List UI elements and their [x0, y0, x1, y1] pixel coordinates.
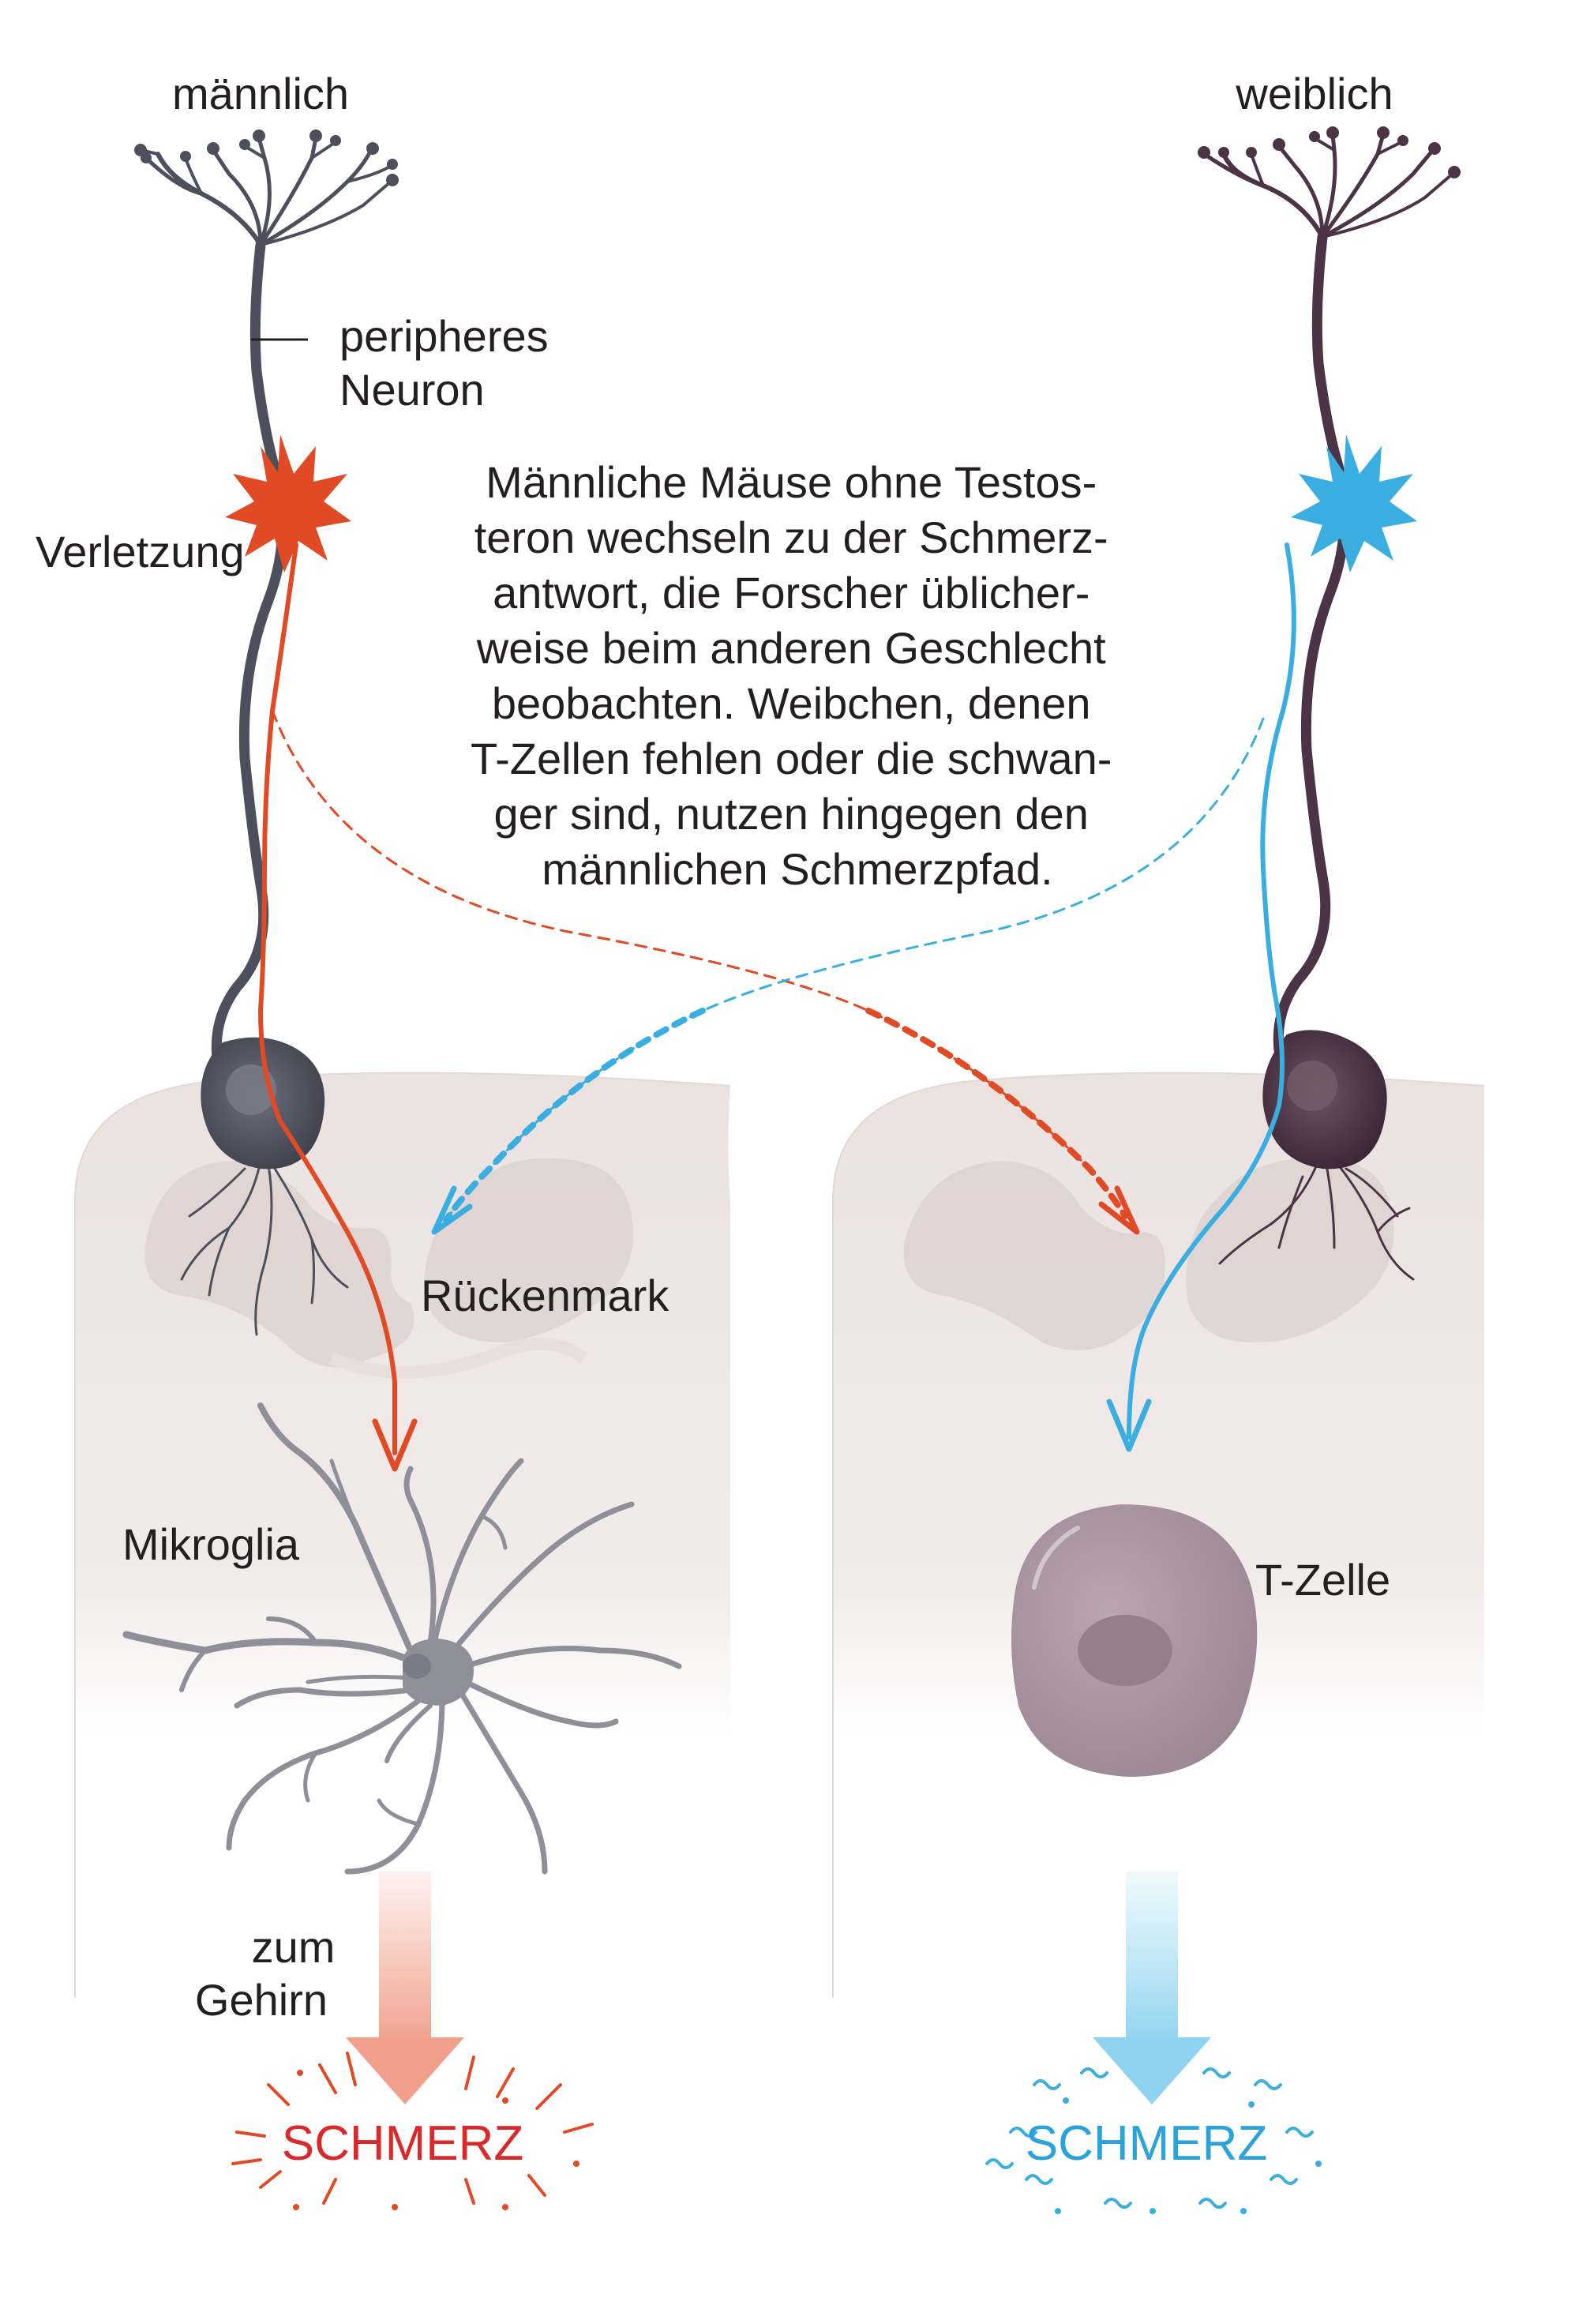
label-male: männlich — [172, 69, 349, 118]
pain-burst-female — [985, 2067, 1322, 2214]
label-female: weiblich — [1235, 69, 1393, 118]
spinal-cord-left — [74, 1072, 731, 1998]
male-neuron — [134, 130, 399, 1336]
label-to-brain: zum Gehirn — [195, 1922, 347, 2025]
pain-burst-male — [231, 2052, 594, 2210]
male-soma — [201, 1037, 325, 1170]
label-injury: Verletzung — [36, 527, 245, 576]
label-to-brain-line2: Gehirn — [195, 1975, 328, 2025]
injury-star-female — [1291, 434, 1417, 573]
caption-line: ger sind, nutzen hingegen den — [493, 789, 1088, 839]
injury-star-male — [225, 434, 351, 573]
label-spinal-cord: Rückenmark — [421, 1271, 669, 1320]
caption-line: beobachten. Weibchen, denen — [492, 678, 1091, 728]
male-switch-path — [271, 709, 1140, 1235]
label-peripheral-neuron-line2: Neuron — [339, 365, 485, 415]
label-peripheral-neuron: peripheres Neuron — [339, 311, 561, 415]
pain-label-male: SCHMERZ — [282, 2116, 524, 2171]
female-switch-path — [431, 717, 1265, 1235]
female-neuron — [1198, 126, 1461, 1281]
label-microglia: Mikroglia — [122, 1519, 300, 1569]
female-pain-path — [1106, 543, 1296, 1452]
caption-line: Männliche Mäuse ohne Testos- — [486, 457, 1097, 507]
t-cell — [1011, 1504, 1258, 1777]
to-brain-arrow-male — [346, 1872, 464, 2104]
caption-line: teron wechseln zu der Schmerz- — [474, 512, 1108, 562]
to-brain-arrow-female — [1093, 1872, 1211, 2104]
caption-line: männlichen Schmerzpfad. — [542, 844, 1052, 894]
caption-line: antwort, die Forscher üblicher- — [493, 568, 1090, 618]
label-t-cell: T-Zelle — [1255, 1555, 1390, 1605]
caption-line: weise beim anderen Geschlecht — [476, 623, 1106, 673]
female-soma — [1262, 1030, 1387, 1170]
caption: Männliche Mäuse ohne Testos- teron wechs… — [471, 457, 1124, 894]
caption-line: T-Zellen fehlen oder die schwan- — [471, 734, 1112, 783]
microglia-cell — [122, 1402, 682, 1875]
pain-label-female: SCHMERZ — [1026, 2116, 1268, 2171]
label-to-brain-line1: zum — [252, 1922, 336, 1972]
label-peripheral-neuron-line1: peripheres — [339, 311, 549, 361]
